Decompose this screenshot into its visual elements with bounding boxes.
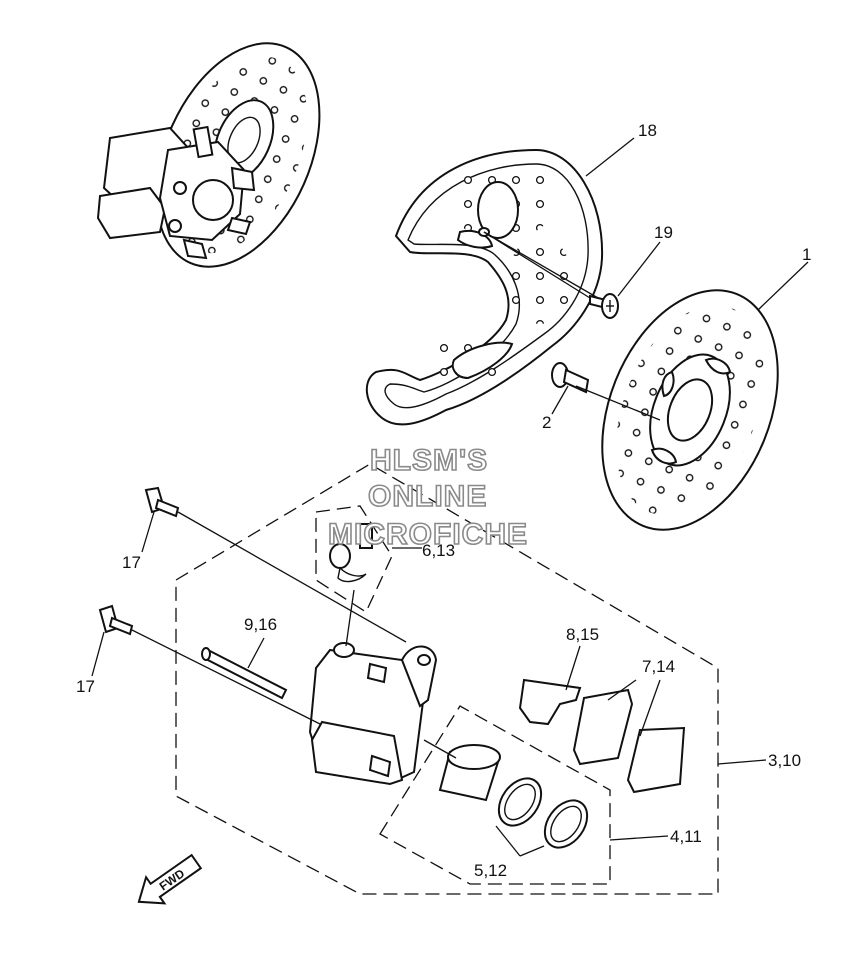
callout-4-11: 4,11 — [670, 827, 702, 846]
callout-2: 2 — [542, 413, 551, 432]
callout-18: 18 — [638, 121, 657, 140]
watermark: HLSM'S ONLINE MICROFICHE — [327, 443, 528, 552]
group-box-4-11 — [379, 705, 611, 885]
bolt-17-upper — [144, 486, 180, 518]
callout-17-upper: 17 — [122, 553, 141, 572]
callout-8-15: 8,15 — [566, 625, 599, 644]
watermark-line-1: HLSM'S — [370, 444, 488, 477]
callout-19: 19 — [654, 223, 673, 242]
pad-pin-9-16 — [201, 647, 288, 700]
watermark-line-2: ONLINE — [368, 480, 487, 513]
leader-lines — [91, 137, 809, 857]
disc-guard-18 — [366, 148, 604, 426]
callout-17-lower: 17 — [76, 677, 95, 696]
watermark-line-3: MICROFICHE — [328, 518, 528, 551]
group-box-6-13 — [315, 505, 393, 613]
screw-19 — [589, 293, 619, 319]
callout-6-13: 6,13 — [422, 541, 455, 560]
bleed-screw-6-13 — [329, 523, 373, 583]
bolt-17-lower — [98, 604, 134, 636]
brake-disc-1 — [601, 289, 779, 531]
assembled-view — [96, 42, 321, 268]
bolt-2 — [551, 362, 590, 394]
piston-seals-5-12 — [497, 777, 589, 849]
callout-1: 1 — [802, 245, 811, 264]
callout-5-12: 5,12 — [474, 861, 507, 880]
callout-3-10: 3,10 — [768, 751, 801, 770]
callout-9-16: 9,16 — [244, 615, 277, 634]
pad-spring-8-15 — [518, 678, 582, 726]
piston-4-11 — [438, 744, 501, 802]
brake-pads-7-14 — [572, 688, 686, 794]
callout-7-14: 7,14 — [642, 657, 675, 676]
fwd-arrow-icon: FWD — [137, 853, 203, 905]
brake-caliper-3-10 — [308, 642, 438, 786]
